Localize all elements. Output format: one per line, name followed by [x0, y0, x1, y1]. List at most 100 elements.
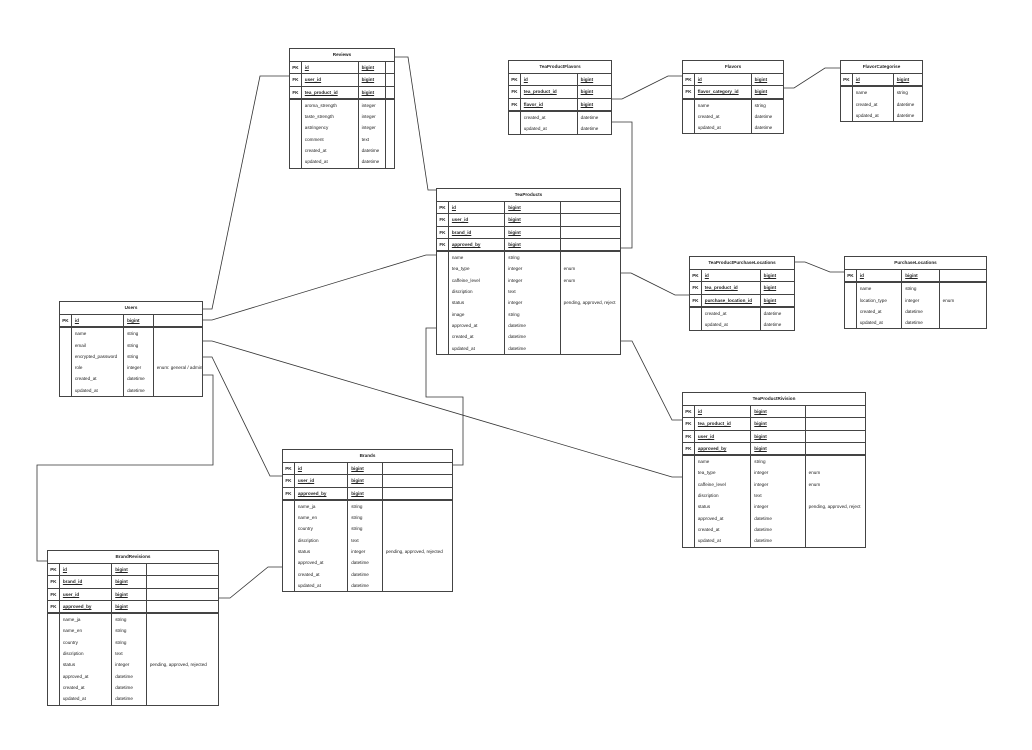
column-name: user_id — [60, 588, 113, 600]
key-cell — [437, 274, 449, 287]
column-note: enum — [808, 470, 821, 476]
column-name: updated_at — [857, 317, 903, 329]
column-type: string — [348, 512, 383, 524]
relationship-line — [621, 340, 682, 421]
column-name: updated_at — [72, 384, 125, 397]
column-type: bigint — [580, 77, 594, 82]
column-name: encrypted_password — [72, 350, 125, 363]
column-note — [383, 557, 452, 568]
key-cell — [48, 648, 60, 660]
column-type: datetime — [112, 670, 147, 682]
key-cell — [683, 110, 695, 123]
column-type: bigint — [359, 62, 387, 74]
key-cell — [290, 133, 302, 146]
column-type: bigint — [896, 77, 910, 82]
column-note — [806, 490, 865, 501]
column-name: id — [60, 564, 113, 576]
column-type: bigint — [763, 273, 777, 278]
key-cell: PK — [690, 270, 702, 282]
column-name: id — [449, 202, 506, 214]
column-name: name_en — [295, 512, 349, 524]
column-note — [147, 637, 218, 648]
column-name: created_at — [449, 331, 506, 343]
column-name: tea_product_id — [521, 86, 578, 98]
column-type: bigint — [112, 588, 147, 600]
column-note: pending, approved, reject — [808, 504, 861, 510]
column-name: id — [521, 74, 578, 86]
key-cell — [60, 362, 72, 374]
key-cell — [283, 579, 295, 592]
column-name: updated_at — [60, 693, 113, 705]
column-name: approved_at — [695, 512, 752, 524]
key-cell — [683, 456, 695, 468]
key-cell: PK — [683, 74, 695, 86]
column-type: bigint — [505, 202, 561, 214]
column-type: string — [348, 523, 383, 535]
column-type: bigint — [580, 89, 594, 95]
column-name: caffeine_level — [449, 274, 506, 287]
key-cell: PK — [683, 406, 695, 418]
column-note — [147, 625, 218, 636]
column-type: string — [124, 339, 154, 351]
column-type: integer — [751, 467, 806, 479]
column-note — [386, 156, 394, 167]
column-note — [561, 214, 620, 225]
column-type: datetime — [348, 579, 383, 592]
column-name: status — [60, 659, 113, 671]
column-type: datetime — [902, 317, 940, 329]
column-type: string — [124, 328, 154, 340]
column-name: id — [295, 463, 349, 475]
column-name: updated_at — [702, 319, 761, 331]
column-name: id — [72, 315, 125, 327]
column-name: caffeine_level — [695, 478, 752, 491]
column-type: datetime — [763, 322, 782, 328]
column-note — [561, 286, 620, 297]
column-note — [154, 340, 202, 351]
column-name: discription — [60, 648, 113, 660]
key-cell — [283, 523, 295, 535]
relationship-line — [395, 56, 436, 191]
column-name: discription — [295, 534, 349, 547]
column-name: tea_product_id — [695, 418, 752, 430]
column-note — [940, 270, 986, 281]
column-type: datetime — [580, 126, 599, 132]
key-cell — [683, 501, 695, 513]
column-name: created_at — [702, 307, 761, 320]
key-cell: PK — [48, 564, 60, 576]
key-cell — [48, 636, 60, 649]
relationship-line — [425, 327, 464, 466]
column-name: location_type — [857, 294, 903, 306]
column-type: string — [505, 308, 561, 320]
